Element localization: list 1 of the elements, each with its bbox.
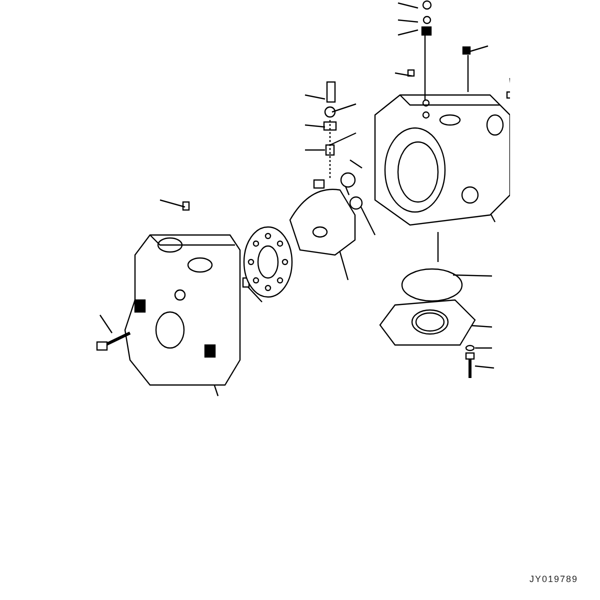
drawing-number: JY019789 — [529, 574, 578, 584]
